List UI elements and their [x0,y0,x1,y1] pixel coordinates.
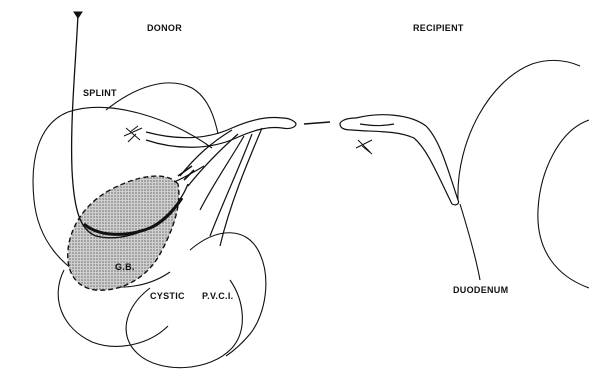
recipient-duct [340,115,459,205]
recipient-duct-upper [356,115,458,200]
donor-label: DONOR [147,23,182,33]
common-bile-duct-outer [146,117,282,137]
duodenum-outline [458,60,589,288]
hepatic-branch-5 [220,128,262,246]
recipient-suture [356,140,372,154]
recipient-duct-end [340,118,356,130]
duodenum-wall-3 [538,120,589,288]
recipient-duct-terminal [452,200,459,205]
duodenum-label: DUODENUM [453,285,508,295]
duodenum-wall-1 [458,60,580,200]
liver-lobe-2 [106,83,218,134]
duct-stump [282,118,296,129]
splint-tip-marker [74,12,82,18]
hepatic-branch-3 [200,136,244,210]
splint-label: SPLINT [83,88,117,98]
gallbladder-label: G.B. [115,262,135,272]
anastomosis-gap-line [304,122,330,124]
recipient-label: RECIPIENT [413,23,464,33]
pvci-label: P.V.C.I. [202,291,233,301]
hepatic-branch-4 [210,134,252,236]
duodenum-wall-2 [460,204,480,280]
cystic-label: CYSTIC [150,291,185,301]
recipient-duct-inner [360,124,394,126]
hepatic-branch-2 [188,134,238,186]
donor-suture [124,126,142,142]
